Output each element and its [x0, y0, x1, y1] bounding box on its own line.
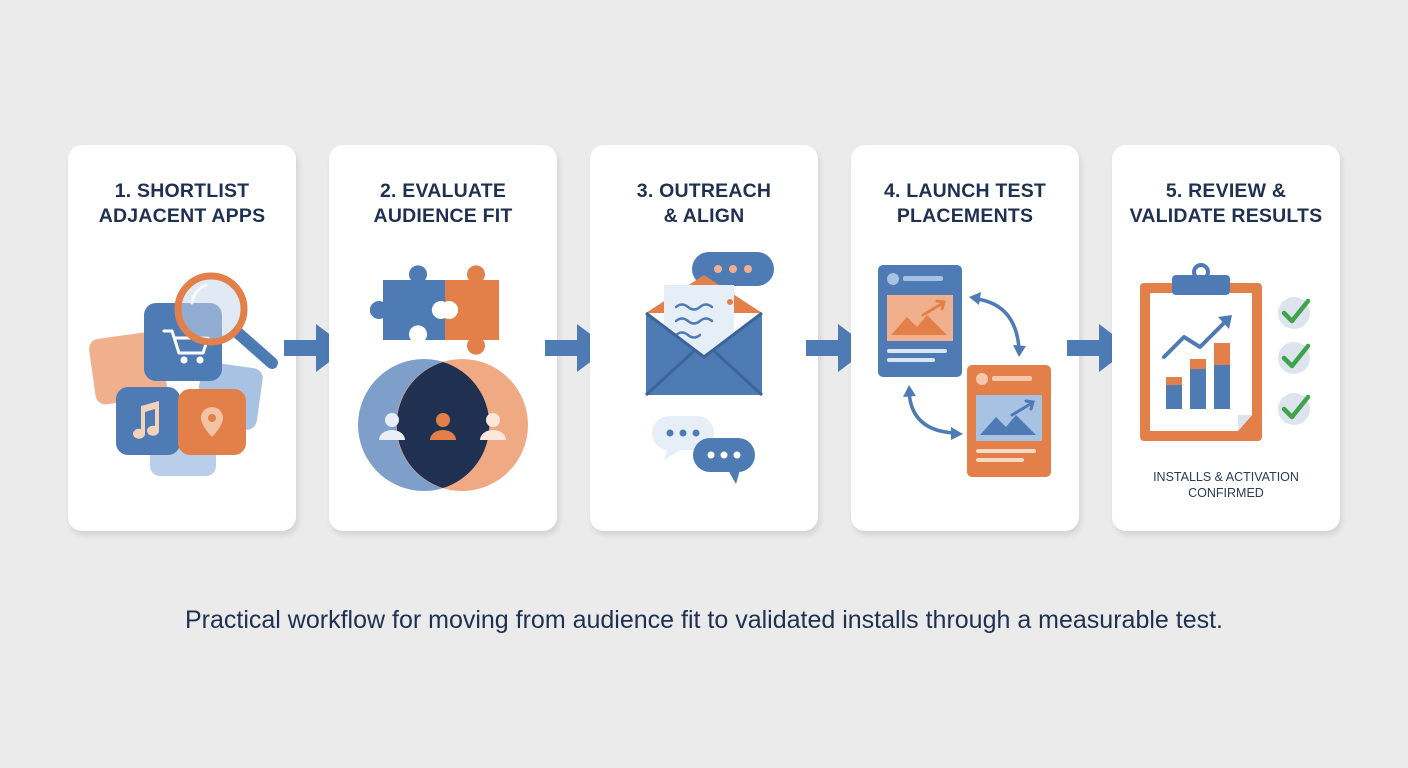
check-icon: [1278, 297, 1311, 329]
result-note: INSTALLS & ACTIVATION CONFIRMED: [1153, 470, 1299, 500]
step-title: 2. EVALUATE AUDIENCE FIT: [373, 180, 513, 227]
step-title: 1. SHORTLIST ADJACENT APPS: [98, 180, 266, 227]
step-card-5: 5. REVIEW & VALIDATE RESULTS INSTALLS & …: [1112, 145, 1340, 531]
step-title: 5. REVIEW & VALIDATE RESULTS: [1129, 180, 1323, 227]
puzzle-venn-icon: [358, 265, 528, 491]
step-card-4: 4. LAUNCH TEST PLACEMENTS: [851, 145, 1079, 531]
app-search-icon: [89, 272, 278, 476]
step-title: 4. LAUNCH TEST PLACEMENTS: [883, 180, 1047, 227]
check-icon: [1278, 342, 1311, 374]
step-title: 3. OUTREACH & ALIGN: [636, 180, 772, 227]
step-card-2: 2. EVALUATE AUDIENCE FIT: [329, 145, 557, 531]
envelope-chat-icon: [644, 252, 774, 484]
step-card-3: 3. OUTREACH & ALIGN: [590, 145, 818, 531]
workflow-caption: Practical workflow for moving from audie…: [185, 606, 1223, 634]
placement-swap-icon: [878, 265, 1051, 477]
step-card-1: 1. SHORTLIST ADJACENT APPS: [68, 145, 296, 531]
check-icon: [1278, 393, 1311, 425]
clipboard-chart-icon: [1140, 263, 1311, 441]
